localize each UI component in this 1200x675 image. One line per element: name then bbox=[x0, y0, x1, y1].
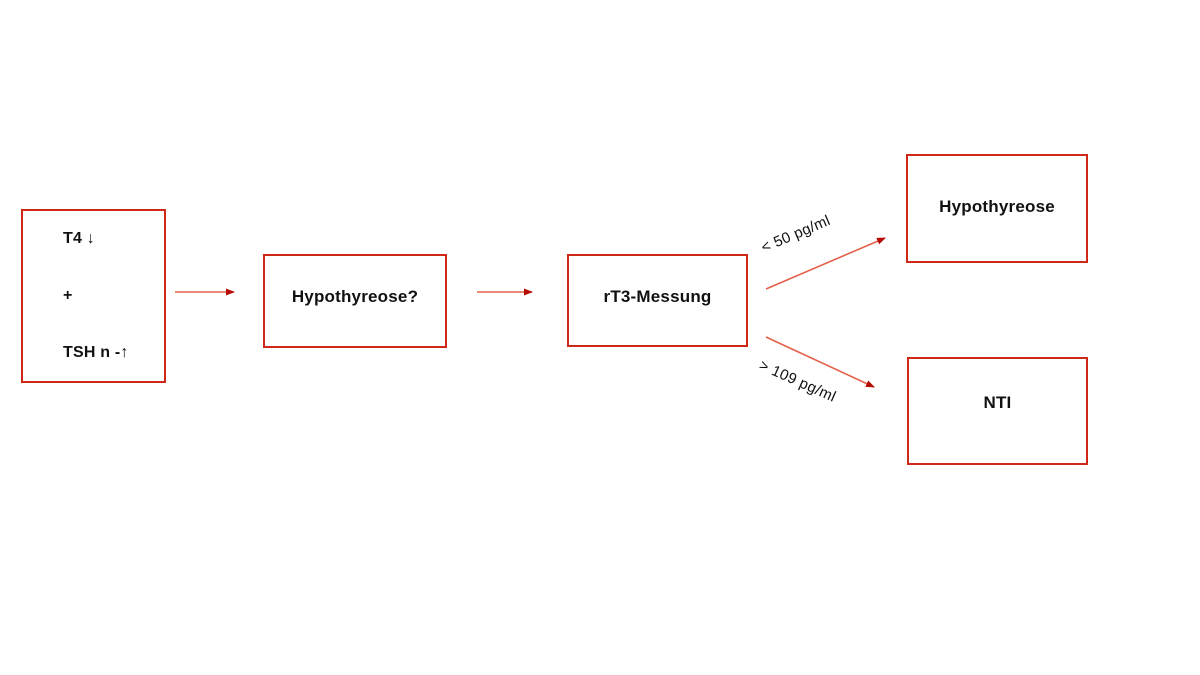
node-hypothyreose-result: Hypothyreose bbox=[906, 154, 1088, 263]
input-line-tsh: TSH n -↑ bbox=[63, 343, 129, 361]
node-label: NTI bbox=[983, 393, 1012, 412]
node-nti-result: NTI bbox=[907, 357, 1088, 465]
node-label: rT3-Messung bbox=[603, 286, 712, 306]
edge-label-below-50: < 50 pg/ml bbox=[758, 211, 833, 257]
node-hypothyreose-question: Hypothyreose? bbox=[263, 254, 447, 348]
node-rt3-messung: rT3-Messung bbox=[567, 254, 748, 347]
input-line-plus: + bbox=[63, 286, 73, 304]
input-line-t4: T4 ↓ bbox=[63, 230, 95, 248]
node-input-findings: T4 ↓ + TSH n -↑ bbox=[21, 209, 166, 383]
node-label: Hypothyreose bbox=[939, 197, 1055, 216]
edge-label-above-109: > 109 pg/ml bbox=[756, 356, 839, 406]
node-label: Hypothyreose? bbox=[291, 287, 419, 306]
